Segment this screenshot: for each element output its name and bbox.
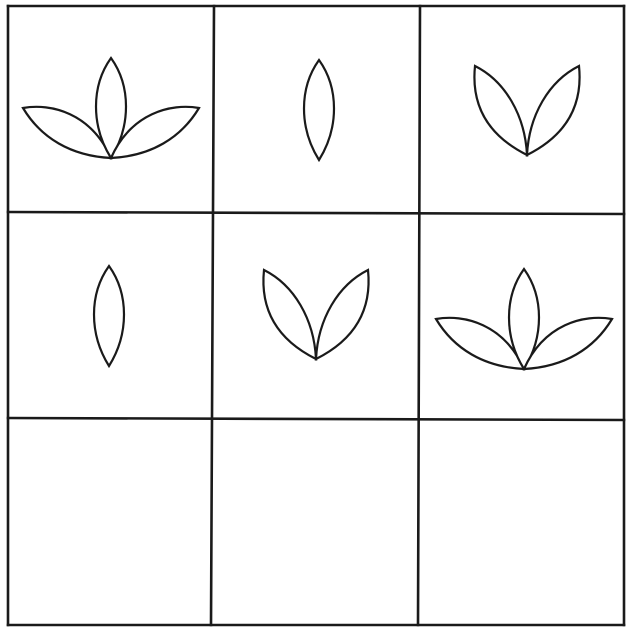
cell-r1-c3[interactable] [474,66,579,155]
single-petal-figure [94,266,124,366]
cell-r1-c2[interactable] [304,60,334,160]
two-petal-v-figure [474,66,579,155]
petal-right [316,270,369,359]
cell-r3-c1-empty[interactable] [10,421,210,624]
petal-left [263,270,316,359]
three-petal-flower-figure [23,58,199,158]
cell-r2-c2[interactable] [263,270,368,359]
three-petal-flower-figure [436,269,612,369]
petal-left [474,66,527,155]
cell-r2-c1[interactable] [94,266,124,366]
grid-line-row-2 [8,418,624,420]
cell-r2-c3[interactable] [436,269,612,369]
cell-r3-c3-empty[interactable] [420,421,623,624]
cell-r1-c1[interactable] [23,58,199,158]
single-petal-figure [304,60,334,160]
grid-line-row-1 [8,212,624,214]
petal-center [304,60,334,160]
grid-line-col-2 [418,6,420,625]
two-petal-v-figure [263,270,368,359]
petal-right [527,66,580,155]
cell-r3-c2-empty[interactable] [213,421,417,624]
petal-center [94,266,124,366]
